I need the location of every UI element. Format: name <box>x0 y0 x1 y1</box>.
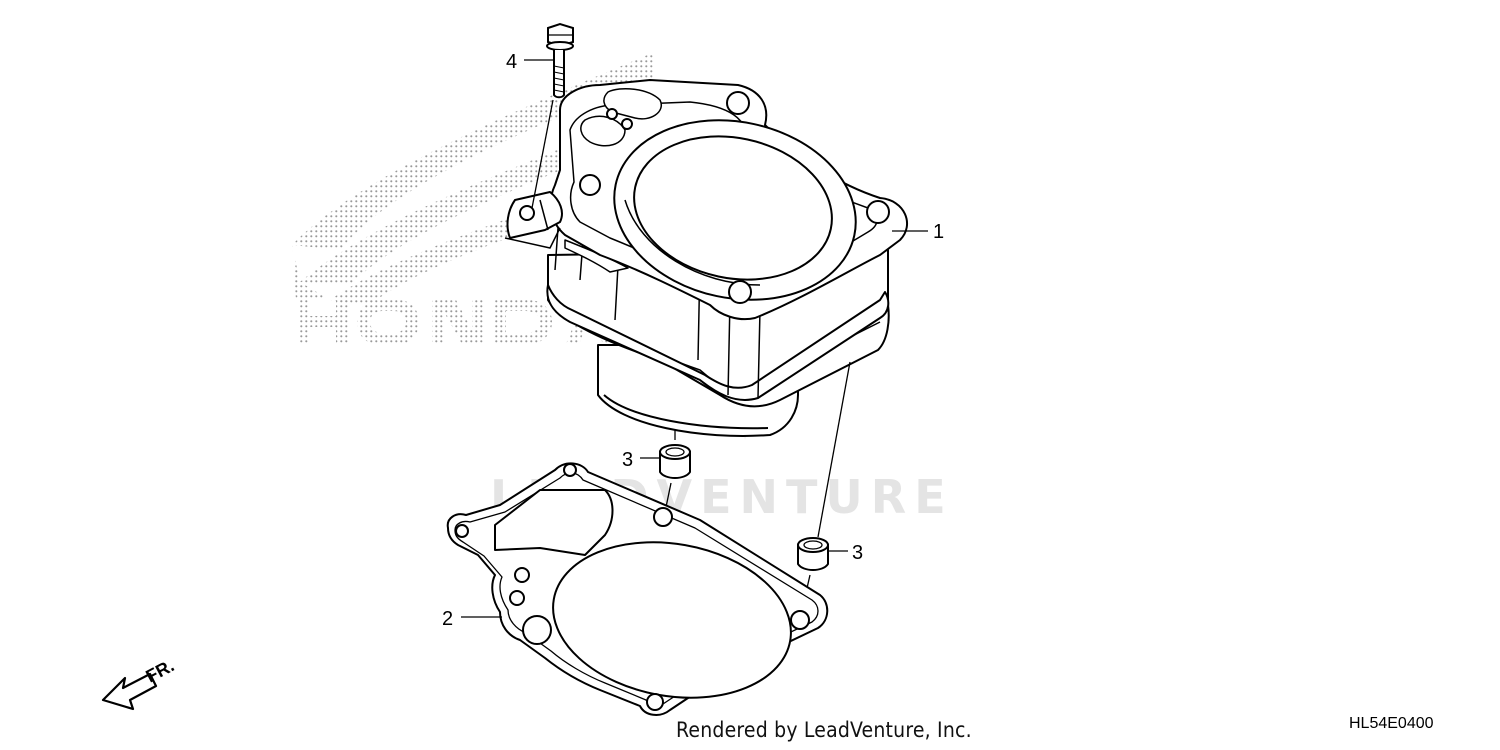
dowel-pin-lower <box>797 537 829 571</box>
callout-3-upper: 3 <box>622 449 660 471</box>
callout-3-lower: 3 <box>828 542 863 564</box>
callout-4: 4 <box>506 51 554 73</box>
dowel-guide-line-right <box>817 361 851 538</box>
callout-1: 1 <box>892 221 944 243</box>
diagram-code: HL54E0400 <box>1349 715 1434 732</box>
cylinder <box>504 79 909 437</box>
svg-text:3: 3 <box>852 542 863 564</box>
front-direction-arrow: FR. <box>101 655 177 711</box>
bolt-guide-line <box>531 99 554 209</box>
gasket <box>446 462 829 716</box>
svg-text:2: 2 <box>442 608 453 630</box>
render-credit: Rendered by LeadVenture, Inc. <box>676 718 972 742</box>
svg-text:4: 4 <box>506 51 517 73</box>
bolt <box>546 22 574 99</box>
dowel-pin-upper <box>659 444 691 479</box>
svg-text:1: 1 <box>933 221 944 243</box>
svg-text:3: 3 <box>622 449 633 471</box>
callout-2: 2 <box>442 608 502 630</box>
honda-wordmark <box>298 300 616 344</box>
